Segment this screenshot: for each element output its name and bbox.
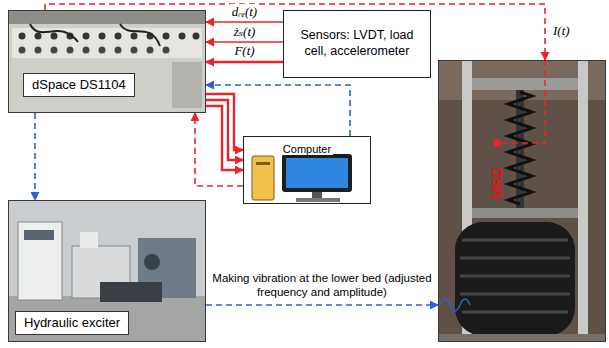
edge-label-slot: żₛ(t) — [232, 22, 258, 40]
hydraulic-exciter-photo — [18, 222, 62, 300]
hydraulic-exciter-photo — [8, 200, 206, 342]
test-rig-photo — [438, 334, 606, 342]
control-arrow — [34, 113, 36, 200]
dspace-board-photo — [51, 33, 58, 40]
node-label: dSpace DS1104 — [23, 73, 135, 97]
test-rig-photo — [472, 208, 578, 218]
dspace-board-photo — [163, 47, 170, 54]
hydraulic-exciter-box: Hydraulic exciter — [8, 200, 206, 342]
dspace-board-photo — [147, 47, 154, 54]
edge-label: I(t) — [551, 23, 572, 38]
dspace-board-photo — [179, 33, 186, 40]
edge-label: Making vibration at the lower bed (adjus… — [209, 272, 435, 300]
hydraulic-exciter-photo — [144, 254, 160, 270]
edge-label-slot: I(t) — [551, 21, 572, 39]
current-arrow — [45, 4, 545, 60]
dspace-board-photo — [8, 10, 206, 113]
dspace-board-photo — [83, 33, 90, 40]
edge-label-slot: Making vibration at the lower bed (adjus… — [209, 272, 435, 300]
edge-label-slot: F(t) — [232, 41, 256, 59]
test-rig-photo — [438, 60, 606, 342]
dspace-box: dSpace DS1104 — [8, 10, 206, 113]
node-label: Hydraulic exciter — [15, 311, 129, 335]
dspace-board-photo — [67, 47, 74, 54]
dspace-board-photo — [163, 33, 170, 40]
edge-group — [35, 4, 545, 305]
computer-icon — [282, 154, 352, 192]
signal-arrow — [206, 21, 283, 23]
computer-icon — [312, 192, 322, 198]
dspace-board-photo — [172, 62, 202, 108]
node-label: MRD — [489, 167, 505, 199]
hydraulic-exciter-photo — [8, 200, 206, 342]
test-rig-photo — [455, 222, 575, 336]
dspace-board-photo — [35, 47, 42, 54]
edge-label: żₛ(t) — [232, 24, 258, 39]
node-label: Computer — [281, 143, 333, 155]
text-slot: Sensors: LVDT, load cell, accelerometer — [289, 28, 425, 59]
dspace-board-photo — [99, 47, 106, 54]
sensors-box: Sensors: LVDT, load cell, accelerometer — [283, 10, 431, 78]
dspace-board-photo — [19, 47, 26, 54]
extra-signal-wires — [206, 94, 243, 170]
data-arrow — [195, 113, 243, 186]
edge-label-slot: dᵣₑ(t) — [230, 2, 259, 20]
node-label: Sensors: LVDT, load cell, accelerometer — [289, 28, 425, 59]
test-rig-photo — [493, 139, 501, 147]
edge-label: dᵣₑ(t) — [230, 4, 259, 19]
excitation-arrow — [206, 304, 438, 306]
computer-icon — [252, 156, 274, 200]
edge-label: F(t) — [232, 43, 256, 58]
test-rig-photo — [472, 78, 578, 90]
dspace-board-photo — [131, 47, 138, 54]
test-rig-photo — [460, 240, 570, 312]
dspace-board-photo — [115, 33, 122, 40]
dspace-board-photo — [120, 24, 160, 46]
test-rig-photo — [501, 60, 545, 143]
vibration-wave — [440, 299, 470, 311]
test-rig-photo — [438, 60, 606, 342]
dspace-board-photo — [30, 24, 78, 42]
test-rig-photo — [508, 92, 532, 204]
dspace-board-photo — [51, 47, 58, 54]
vibration-wave — [440, 299, 470, 311]
dspace-board-photo — [99, 33, 106, 40]
dspace-board-photo — [83, 47, 90, 54]
computer-icon — [286, 158, 348, 188]
hydraulic-exciter-photo — [100, 282, 162, 302]
computer-box: Computer — [243, 136, 371, 204]
dspace-board-photo — [8, 10, 206, 113]
dspace-board-photo — [8, 10, 206, 24]
dspace-board-photo — [131, 33, 138, 40]
computer-icon — [256, 162, 270, 165]
text-slot: Hydraulic exciter — [15, 311, 129, 335]
dspace-board-photo — [115, 47, 122, 54]
text-slot: MRD — [488, 167, 506, 199]
computer-icon — [296, 198, 340, 202]
test-rig-photo — [578, 60, 588, 342]
test-rig-box: MRD — [438, 60, 606, 342]
text-slot: dSpace DS1104 — [23, 73, 135, 97]
dspace-board-photo — [19, 33, 26, 40]
data-arrow — [206, 100, 243, 160]
hydraulic-exciter-photo — [80, 232, 98, 248]
hydraulic-exciter-photo — [8, 296, 206, 342]
signal-arrow — [206, 61, 283, 64]
dspace-board-photo — [193, 33, 200, 40]
hydraulic-exciter-photo — [24, 230, 54, 240]
text-slot: Computer — [244, 139, 370, 157]
extra-signal-wires — [206, 94, 243, 150]
computer-icon — [252, 154, 352, 202]
dspace-board-photo — [35, 33, 42, 40]
control-arrow — [206, 85, 350, 136]
